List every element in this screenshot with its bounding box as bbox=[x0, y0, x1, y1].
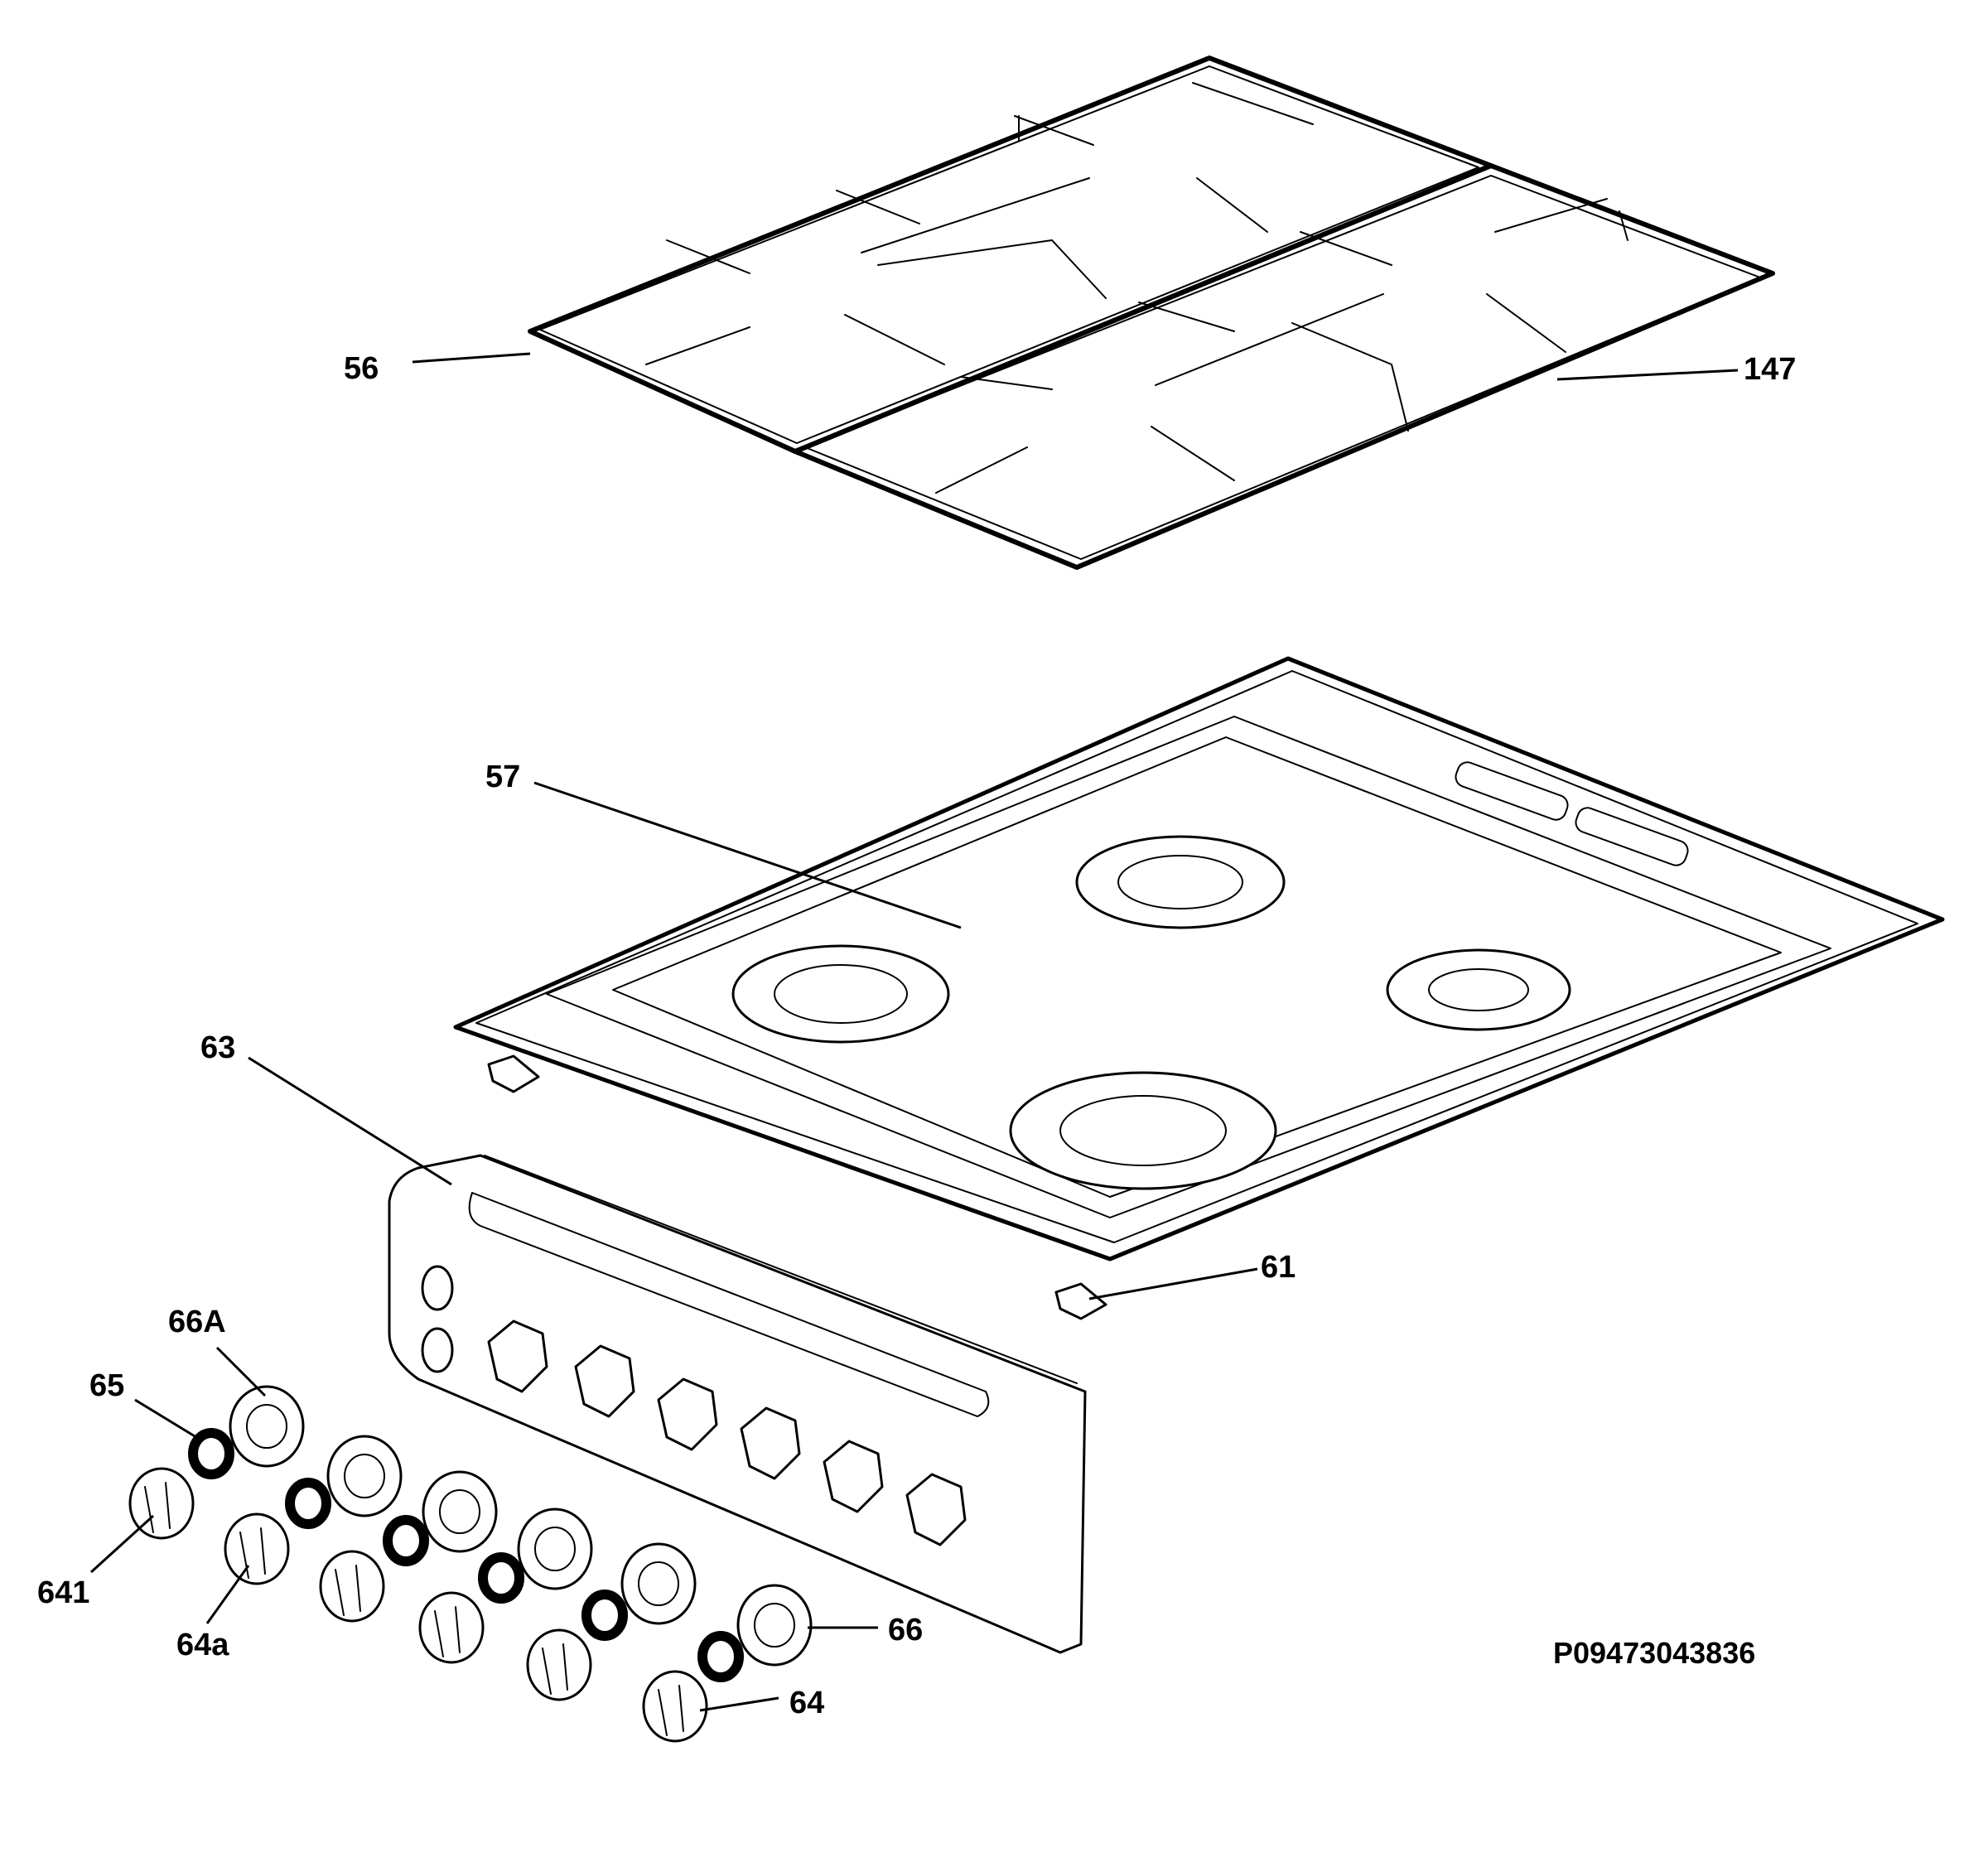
leader-lines bbox=[89, 352, 1739, 1712]
callout-65: 65 bbox=[89, 1368, 124, 1403]
burner-front bbox=[1009, 1071, 1277, 1190]
spring-ring-3 bbox=[383, 1515, 429, 1566]
callout-641: 641 bbox=[37, 1575, 89, 1610]
knob-2 bbox=[224, 1512, 290, 1585]
hob-top bbox=[453, 656, 1945, 1262]
callout-64a: 64a bbox=[176, 1628, 229, 1662]
callout-66: 66 bbox=[888, 1613, 923, 1647]
knob-6 bbox=[642, 1670, 708, 1743]
spring-ring-1 bbox=[188, 1428, 234, 1479]
knob-1 bbox=[128, 1467, 195, 1540]
callout-66A: 66A bbox=[168, 1305, 226, 1339]
callout-147: 147 bbox=[1744, 352, 1796, 387]
knob-bezel-4 bbox=[517, 1508, 593, 1590]
spring-ring-6 bbox=[697, 1631, 744, 1682]
callout-61: 61 bbox=[1261, 1250, 1296, 1285]
knob-bezel-6 bbox=[736, 1584, 813, 1667]
knob-bezel-1 bbox=[229, 1385, 305, 1468]
callout-64: 64 bbox=[789, 1686, 824, 1720]
spring-ring-4 bbox=[478, 1552, 524, 1604]
knob-3 bbox=[319, 1550, 385, 1623]
pan-support-right bbox=[793, 163, 1775, 570]
burner-right bbox=[1386, 948, 1571, 1031]
fixing-clip-rear bbox=[487, 1054, 540, 1093]
diagram-code: P09473043836 bbox=[1553, 1636, 1755, 1670]
knob-5 bbox=[526, 1628, 592, 1701]
callout-63: 63 bbox=[200, 1030, 235, 1065]
callout-57: 57 bbox=[485, 760, 520, 794]
control-panel bbox=[388, 1154, 1087, 1654]
burner-left bbox=[731, 944, 950, 1044]
knob-bezel-3 bbox=[422, 1470, 498, 1553]
knob-bezel-5 bbox=[620, 1542, 697, 1625]
callout-56: 56 bbox=[344, 351, 379, 386]
knob-bezel-2 bbox=[326, 1435, 403, 1517]
pan-support-left bbox=[528, 55, 1493, 454]
spring-ring-5 bbox=[581, 1590, 628, 1641]
burner-rear bbox=[1075, 835, 1286, 929]
fixing-clip-front bbox=[1054, 1282, 1107, 1320]
knob-4 bbox=[418, 1591, 485, 1664]
spring-ring-2 bbox=[285, 1478, 331, 1529]
